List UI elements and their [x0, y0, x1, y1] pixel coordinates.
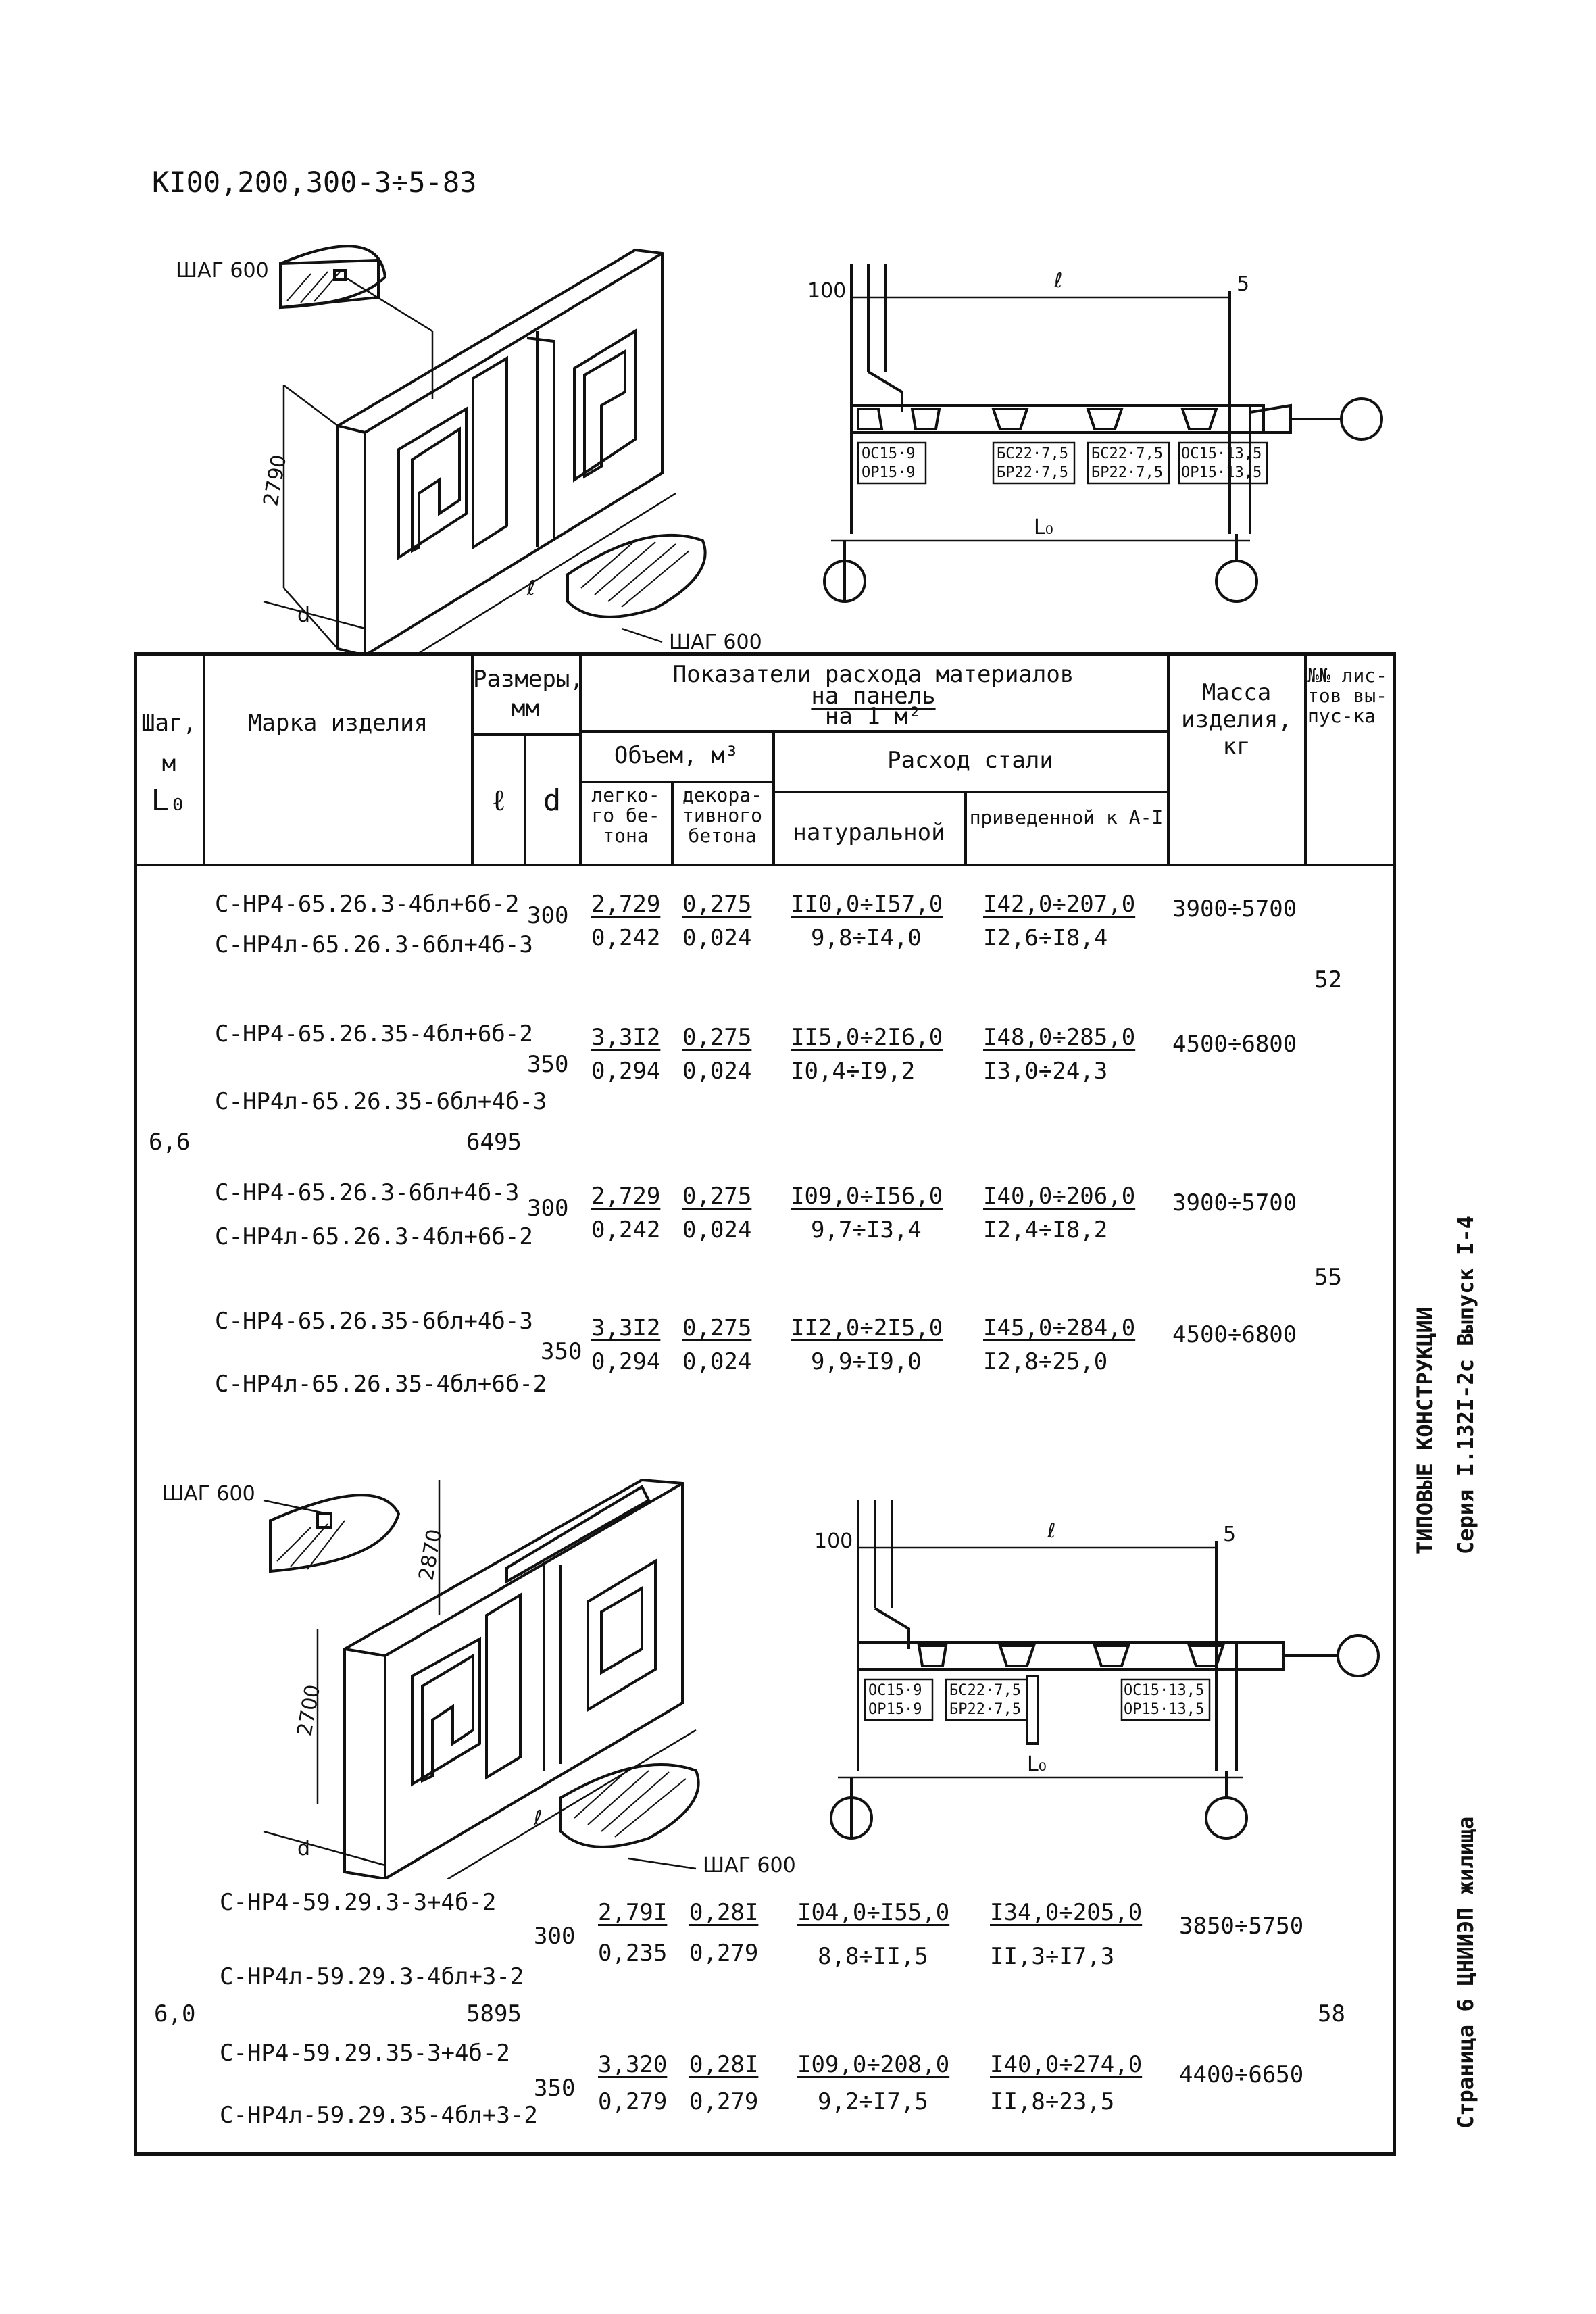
- hdr-volume: Объем, м³: [614, 742, 739, 769]
- height-dim-1: 2870: [414, 1527, 447, 1582]
- tag-2b: БР22·7,5: [997, 464, 1068, 481]
- tag-1b: ОР15·9: [868, 1701, 922, 1718]
- height-dim: 2790: [259, 453, 291, 508]
- group1-L0: 6495: [466, 1129, 522, 1156]
- group1-step: 6,6: [149, 1129, 191, 1156]
- tag-3b: БР22·7,5: [1091, 464, 1163, 481]
- spec-table: [134, 652, 1396, 2156]
- group2-step: 6,0: [154, 2000, 196, 2027]
- dim-l: ℓ: [533, 1806, 542, 1830]
- tag-4b: ОР15·13,5: [1181, 464, 1262, 481]
- hdr-reduced: приведенной к А-I: [969, 806, 1164, 829]
- hdr-per-m2: на 1 м²: [824, 703, 922, 730]
- sheet-number: 55: [1314, 1264, 1342, 1291]
- hdr-d: d: [543, 783, 562, 818]
- dim-d: d: [297, 604, 310, 627]
- hdr-light-concrete: легко-го бе-тона: [591, 784, 660, 847]
- hdr-per-panel: на панель: [811, 683, 936, 710]
- tag-3b: ОР15·13,5: [1124, 1701, 1204, 1718]
- section-100: 100: [807, 279, 846, 303]
- side-text-1: ТИПОВЫЕ КОНСТРУКЦИИ: [1412, 1306, 1438, 1554]
- group2-L0: 5895: [466, 2000, 522, 2027]
- top-section-drawing: 100 ℓ 5 L₀ ОС15·9 ОР15·9 БС22·7,5 БР22·7…: [807, 264, 1383, 603]
- hdr-mark: Марка изделия: [247, 710, 428, 737]
- step-label-2: ШАГ 600: [703, 1854, 796, 1877]
- tag-1a: ОС15·9: [868, 1682, 922, 1699]
- section-100: 100: [814, 1529, 853, 1553]
- tag-4a: ОС15·13,5: [1181, 445, 1262, 462]
- tag-3a: ОС15·13,5: [1124, 1682, 1204, 1699]
- section-L0: L₀: [1027, 1752, 1047, 1776]
- bottom-panel-isometric-drawing: ШАГ 600 2700 2870 ℓ d ШАГ 600: [162, 1478, 796, 1879]
- tag-3a: БС22·7,5: [1091, 445, 1163, 462]
- hdr-step-unit: м: [161, 750, 176, 777]
- section-L0: L₀: [1034, 516, 1053, 539]
- tag-2a: БС22·7,5: [997, 445, 1068, 462]
- tag-2b: БР22·7,5: [949, 1701, 1021, 1718]
- hdr-l: ℓ: [491, 783, 506, 818]
- tag-2a: БС22·7,5: [949, 1682, 1021, 1699]
- hdr-mass: Масса изделия, кг: [1181, 679, 1292, 760]
- hdr-step: Шаг,: [141, 710, 197, 737]
- sheet-number: 52: [1314, 966, 1342, 993]
- hdr-steel: Расход стали: [887, 747, 1053, 774]
- hdr-indicators: Показатели расхода материалов: [672, 661, 1074, 688]
- bottom-section-drawing: 100 ℓ 5 L₀ ОС15·9 ОР15·9 БС22·7,5 БР22·7…: [814, 1500, 1380, 1840]
- dim-d: d: [297, 1837, 310, 1861]
- hdr-natural: натуральной: [793, 819, 945, 846]
- hdr-sizes: Размеры,: [473, 666, 584, 693]
- tag-1b: ОР15·9: [862, 464, 915, 481]
- dim-l: ℓ: [526, 576, 535, 600]
- step-label-2: ШАГ 600: [669, 631, 762, 654]
- step-label-1: ШАГ 600: [162, 1482, 255, 1506]
- section-l: ℓ: [1053, 269, 1062, 293]
- tag-1a: ОС15·9: [862, 445, 915, 462]
- section-5: 5: [1223, 1523, 1236, 1546]
- document-code: КI00,200,300-3÷5-83: [152, 166, 477, 199]
- section-5: 5: [1237, 272, 1249, 296]
- section-l: ℓ: [1047, 1519, 1055, 1543]
- hdr-sheets: №№ лис-тов вы-пус-ка: [1307, 664, 1388, 727]
- sheet-number: 58: [1318, 2000, 1345, 2027]
- side-text-2: Серия I.132I-2с Выпуск I-4: [1453, 1216, 1478, 1554]
- top-panel-isometric-drawing: ШАГ 600 2790 ℓ d ШАГ 600: [176, 245, 762, 656]
- side-text-3: Страница 6 ЦНИИЭП жилища: [1453, 1816, 1478, 2129]
- hdr-step-L0: L₀: [151, 783, 187, 818]
- hdr-sizes-unit: мм: [512, 695, 539, 722]
- hdr-decor-concrete: декора-тивного бетона: [682, 784, 762, 847]
- step-label-1: ШАГ 600: [176, 259, 269, 282]
- height-dim-2: 2700: [293, 1683, 325, 1738]
